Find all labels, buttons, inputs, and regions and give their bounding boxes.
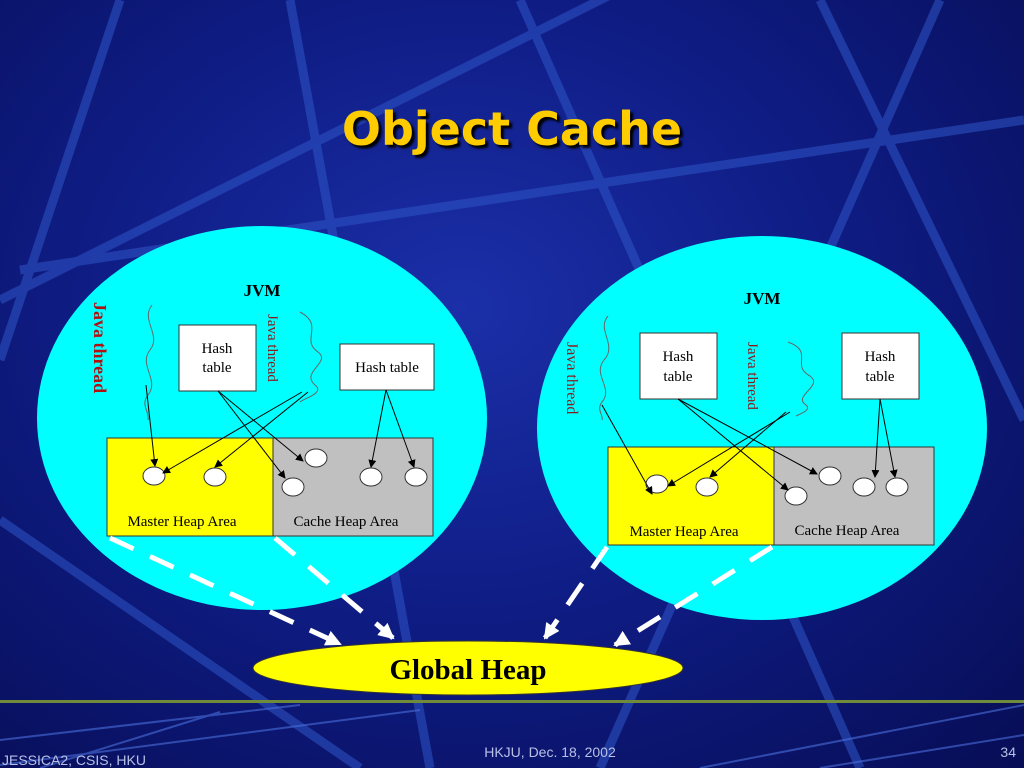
right-object-1: [645, 474, 669, 494]
left-jvm-label: JVM: [244, 281, 281, 300]
left-hash-table-2: [339, 343, 435, 391]
right-arrow-1: [601, 404, 653, 495]
right-cache-to-global-connector: [613, 544, 774, 648]
right-object-6: [885, 477, 909, 497]
right-jvm-label: JVM: [744, 289, 781, 308]
footer-left-text: JESSICA2, CSIS, HKU: [2, 752, 146, 768]
left-object-6: [404, 467, 428, 487]
right-hash-table-1-line1: Hash: [663, 349, 694, 365]
left-object-1: [142, 466, 166, 486]
left-thread-2-wave: [299, 311, 323, 403]
right-object-2: [695, 477, 719, 497]
right-object-5: [852, 477, 876, 497]
left-cache-to-global-connector: [273, 536, 395, 640]
right-arrow-2: [677, 398, 818, 475]
left-hash-table-1-line2: table: [202, 360, 231, 376]
left-thread-1-wave: [144, 304, 155, 421]
footer-center-text: HKJU, Dec. 18, 2002: [484, 744, 616, 760]
left-thread-outer-label: Java thread: [90, 302, 110, 393]
right-master-heap-label: Master Heap Area: [629, 524, 738, 540]
right-hash-table-1-line2: table: [663, 369, 692, 385]
left-object-4: [281, 477, 305, 497]
right-object-3: [818, 466, 842, 486]
right-thread-outer-label: Java thread: [563, 342, 580, 414]
left-object-3: [304, 448, 328, 468]
slide-title: Object Cache: [341, 102, 683, 156]
right-arrow-5: [709, 411, 787, 478]
right-thread-inner-label: Java thread: [744, 342, 760, 410]
left-object-5: [359, 467, 383, 487]
slide-number: 34: [1000, 744, 1016, 760]
left-hash-table-1-line1: Hash: [202, 341, 233, 357]
left-arrow-5: [214, 391, 309, 468]
right-thread-1-wave: [599, 315, 610, 421]
right-master-to-global-connector: [542, 545, 610, 640]
left-object-2: [203, 467, 227, 487]
right-hash-table-2: [841, 332, 920, 400]
left-master-heap-label: Master Heap Area: [127, 514, 236, 530]
right-hash-table-2-line2: table: [865, 369, 894, 385]
right-arrow-4: [667, 411, 791, 487]
right-arrow-6: [871, 398, 881, 478]
left-cache-heap-label: Cache Heap Area: [294, 514, 399, 530]
left-jvm: JVM Java thread Java thread Hash table H…: [37, 226, 487, 610]
left-hash-table-1: [178, 324, 257, 392]
right-hash-table-2-line1: Hash: [865, 349, 896, 365]
right-object-4: [784, 486, 808, 506]
left-master-heap-area: [106, 437, 274, 537]
global-heap-ellipse: [252, 640, 684, 696]
left-arrow-7: [385, 389, 416, 468]
footer-divider: [0, 700, 1024, 703]
left-arrow-4: [162, 391, 303, 474]
left-arrow-1: [145, 384, 159, 467]
left-arrow-6: [368, 389, 387, 468]
right-jvm: JVM Java thread Java thread Hash table H…: [537, 236, 987, 620]
global-heap-label: Global Heap: [389, 654, 546, 686]
left-arrow-3: [217, 390, 286, 479]
left-hash-table-2-label: Hash table: [355, 360, 419, 376]
left-arrow-2: [217, 390, 304, 462]
right-arrow-3: [677, 398, 789, 491]
right-arrow-7: [879, 398, 898, 478]
right-hash-table-1: [639, 332, 718, 400]
right-thread-2-wave: [787, 341, 815, 417]
left-thread-inner-label: Java thread: [264, 314, 280, 382]
right-cache-heap-label: Cache Heap Area: [795, 523, 900, 539]
